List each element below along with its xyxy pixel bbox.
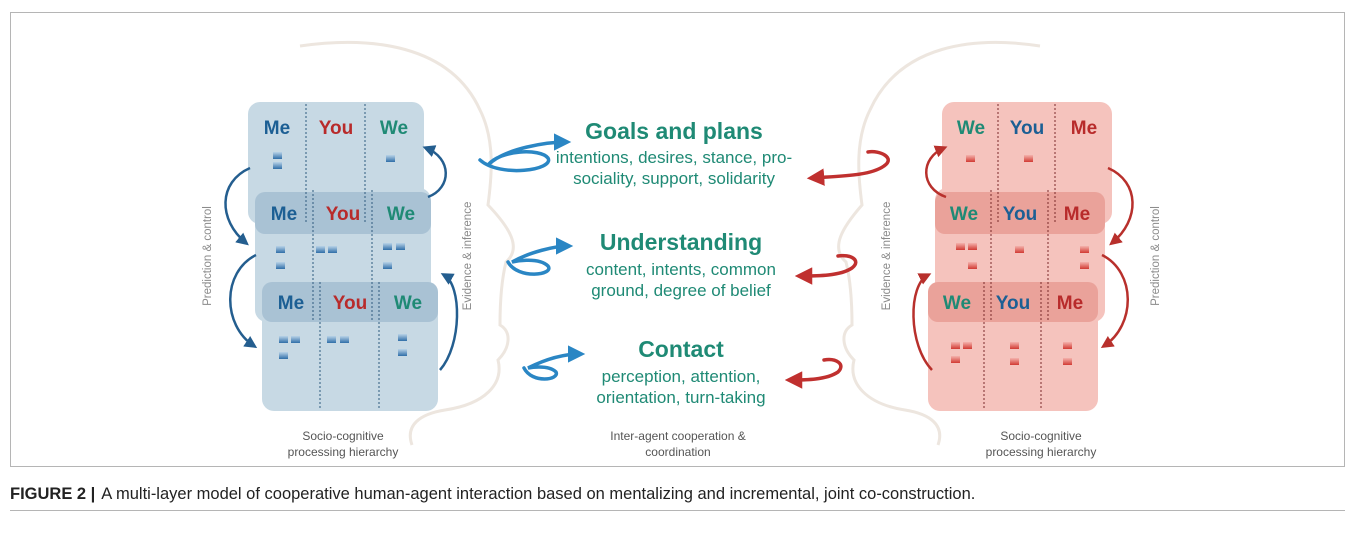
right-state-squares [951, 155, 1089, 365]
left-head-outline [299, 40, 515, 446]
right-band-middle [935, 192, 1105, 234]
center-footer-line2: coordination [645, 445, 710, 459]
right-mid-you: You [1003, 204, 1037, 225]
left-top-me: Me [264, 118, 290, 139]
understanding-title: Understanding [600, 229, 762, 255]
left-prediction-label: Prediction & control [202, 206, 214, 306]
contact-title: Contact [638, 336, 724, 362]
right-mid-me: Me [1064, 204, 1090, 225]
figure-caption-text: A multi-layer model of cooperative human… [101, 485, 976, 503]
figure-frame [10, 12, 1345, 467]
left-hierarchy-stack: Me You We Me You We Me You We [248, 102, 438, 411]
figure-caption-label: FIGURE 2 | [10, 485, 96, 503]
right-bot-me: Me [1057, 293, 1083, 314]
right-prediction-arrows [1100, 166, 1134, 349]
left-mid-me: Me [271, 204, 297, 225]
right-mid-we: We [950, 204, 978, 225]
center-footer-line1: Inter-agent cooperation & [610, 429, 745, 443]
goals-desc-line1: intentions, desires, stance, pro- [556, 148, 792, 167]
right-evidence-label: Evidence & inference [881, 202, 893, 311]
left-bot-we: We [394, 293, 422, 314]
left-bot-me: Me [278, 293, 304, 314]
understanding-desc-line2: ground, degree of belief [591, 281, 771, 300]
right-top-me: Me [1071, 118, 1097, 139]
right-band-bottom [928, 282, 1098, 322]
left-footer-line2: processing hierarchy [288, 445, 399, 459]
left-top-you: You [319, 118, 353, 139]
goals-desc-line2: sociality, support, solidarity [573, 169, 775, 188]
blue-exchange-arrows [478, 133, 586, 381]
left-evidence-label: Evidence & inference [462, 202, 474, 311]
figure-caption: FIGURE 2 | A multi-layer model of coopera… [10, 477, 1345, 511]
left-band-middle [255, 192, 431, 234]
red-exchange-arrows [784, 149, 890, 389]
right-bot-you: You [996, 293, 1030, 314]
right-hierarchy-stack: We You Me We You Me We You Me [928, 102, 1112, 411]
left-bot-you: You [333, 293, 367, 314]
right-top-you: You [1010, 118, 1044, 139]
contact-desc-line1: perception, attention, [602, 367, 761, 386]
left-band-bottom [262, 282, 438, 322]
left-footer-line1: Socio-cognitive [302, 429, 384, 443]
right-prediction-label: Prediction & control [1150, 206, 1162, 306]
left-evidence-arrows [422, 145, 459, 371]
goals-title: Goals and plans [585, 118, 763, 144]
interaction-model-diagram: Me You We Me You We Me You We Prediction… [202, 40, 1162, 459]
left-mid-we: We [387, 204, 415, 225]
right-footer-line1: Socio-cognitive [1000, 429, 1082, 443]
right-footer-line2: processing hierarchy [986, 445, 1097, 459]
right-evidence-arrows [912, 145, 948, 371]
understanding-desc-line1: content, intents, common [586, 260, 776, 279]
right-top-we: We [957, 118, 985, 139]
right-bot-we: We [943, 293, 971, 314]
left-top-we: We [380, 118, 408, 139]
left-mid-you: You [326, 204, 360, 225]
right-head-outline [837, 40, 1041, 446]
left-prediction-arrows [224, 166, 258, 349]
left-state-squares [273, 152, 407, 359]
contact-desc-line2: orientation, turn-taking [596, 388, 765, 407]
